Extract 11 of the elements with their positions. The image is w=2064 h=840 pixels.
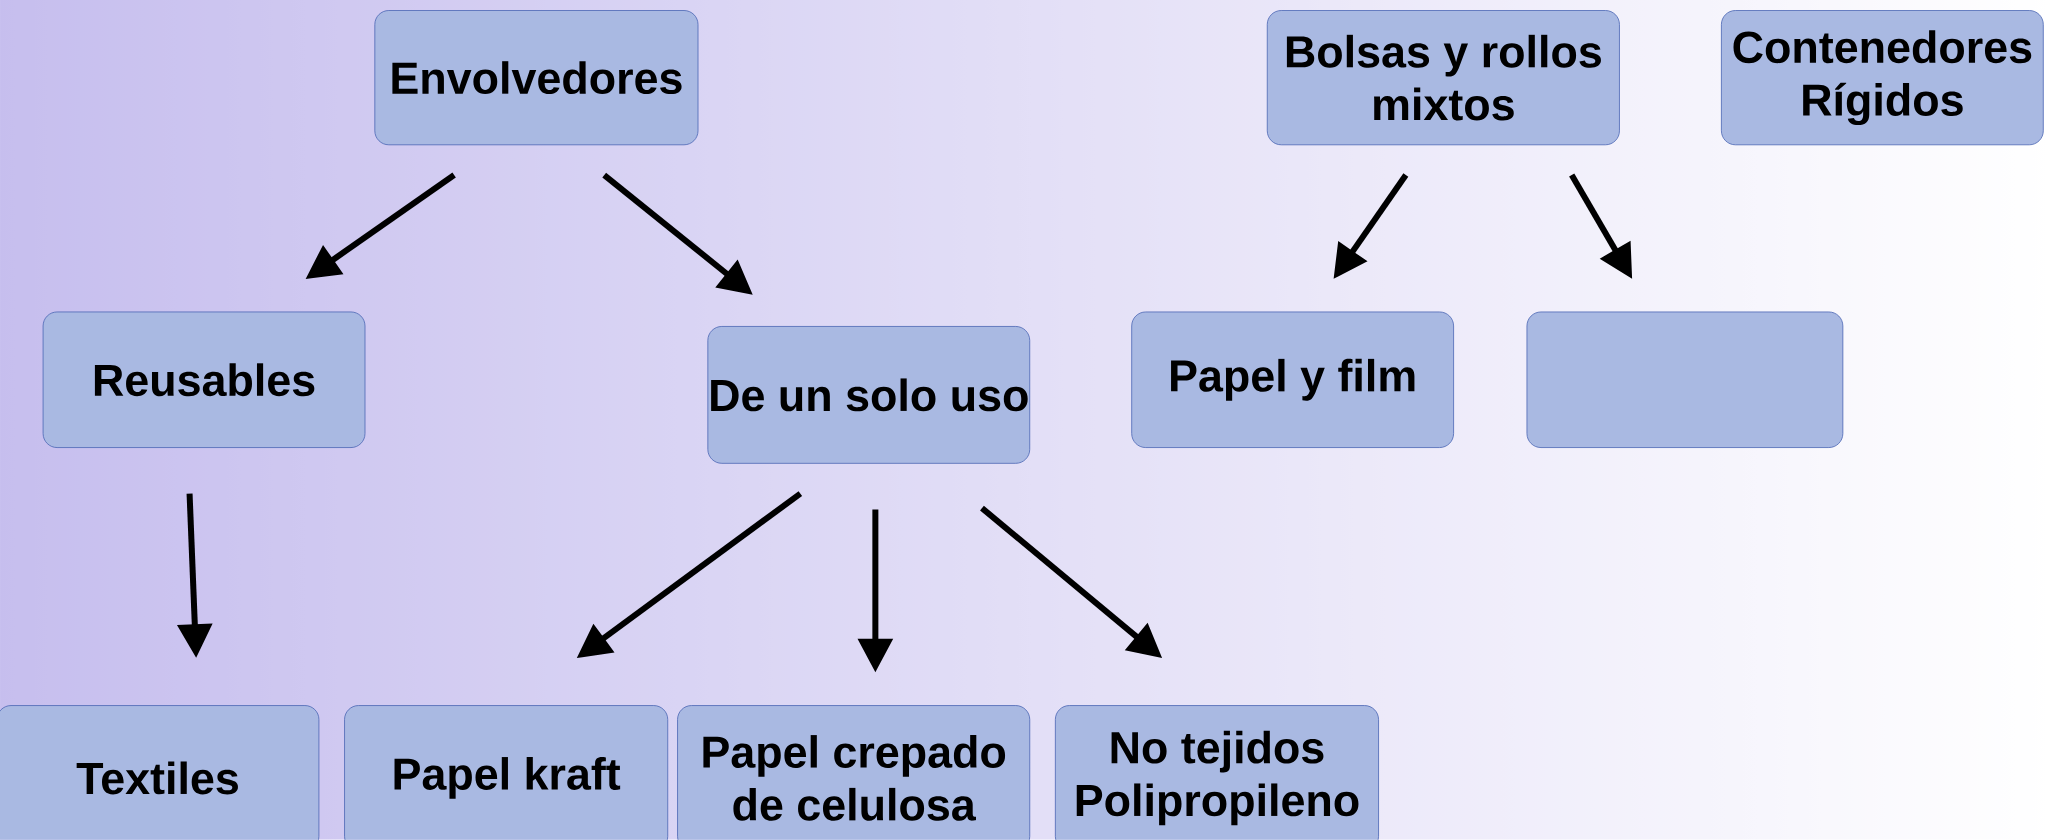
category-box: Reusables	[42, 311, 366, 449]
category-box: Contenedores Rígidos	[1721, 10, 2044, 146]
category-box: Bolsas y rollos mixtos	[1266, 10, 1620, 146]
category-box: De un solo uso	[707, 326, 1031, 464]
empty-box	[1526, 311, 1844, 449]
category-box: Textiles	[0, 705, 320, 840]
category-box: No tejidos Polipropileno	[1054, 705, 1379, 840]
category-box: Papel y film	[1131, 311, 1454, 449]
category-box: Papel crepado de celulosa	[677, 705, 1031, 840]
category-box: Papel kraft	[344, 705, 669, 840]
category-box: Envolvedores	[374, 10, 699, 146]
